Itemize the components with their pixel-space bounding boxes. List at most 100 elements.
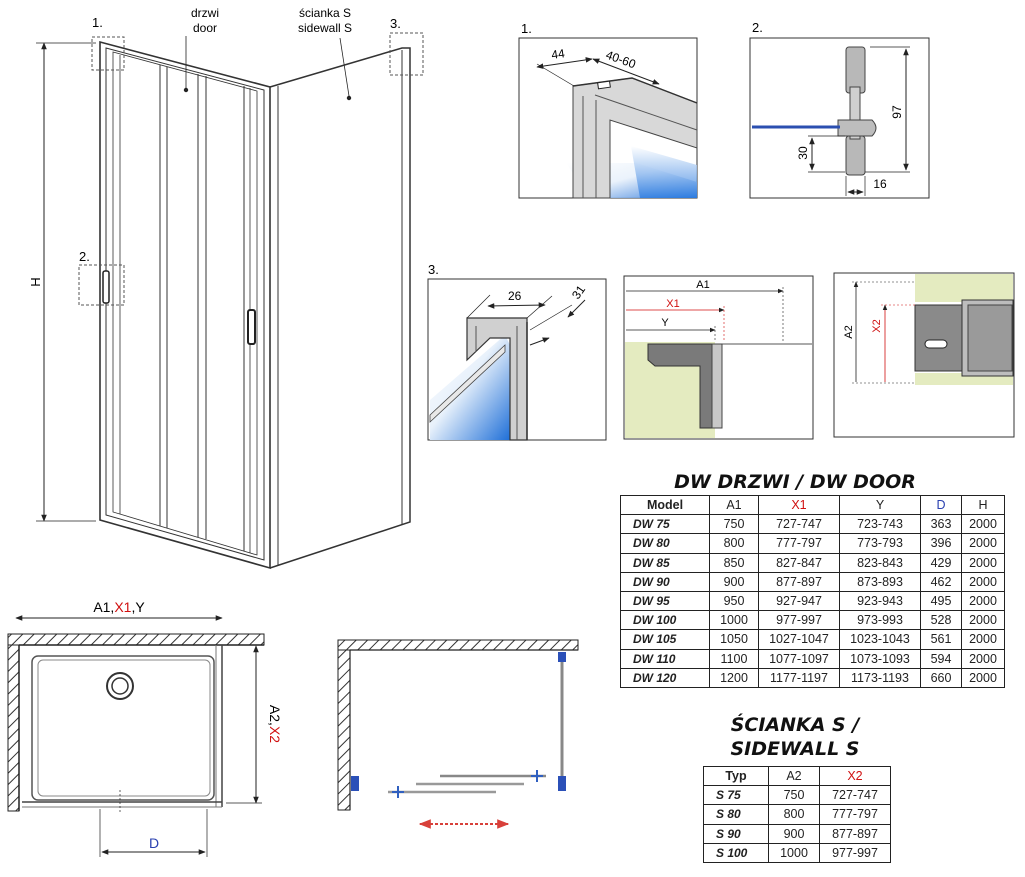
table-cell: 750: [709, 514, 759, 535]
opening-schematic: [337, 639, 579, 829]
detail-5-a2: A2: [843, 325, 855, 338]
height-dimension: H: [28, 42, 96, 522]
table-cell: 561: [920, 629, 962, 650]
door-handle-left: [102, 270, 110, 304]
table-cell: DW 110: [620, 648, 710, 669]
table-cell: 1023-1043: [839, 629, 921, 650]
col-d: D: [920, 494, 962, 516]
detail-1-title: 1.: [521, 21, 532, 36]
table-cell: 927-947: [758, 590, 840, 612]
sidewall-label-pl: ścianka S: [299, 6, 351, 20]
table-cell: 850: [709, 552, 759, 573]
table-cell: 877-897: [819, 823, 891, 844]
plan-width-y: ,Y: [131, 599, 145, 615]
table-cell: 900: [709, 571, 759, 592]
table-cell: DW 105: [620, 629, 710, 650]
table-cell: 495: [920, 590, 962, 612]
table-cell: 950: [709, 590, 759, 612]
svg-text:A1,X1,Y: A1,X1,Y: [93, 599, 145, 615]
table-cell: 528: [920, 610, 962, 631]
callout-3: 3.: [390, 16, 401, 31]
table-cell: 877-897: [758, 571, 840, 592]
table-cell: 2000: [961, 610, 1005, 631]
table-cell: 1173-1193: [839, 667, 921, 688]
detail-1-dim-a: 44: [550, 46, 565, 62]
detail-5: A2 X2: [833, 272, 1015, 438]
detail-1: 1. 44 40-60: [518, 21, 698, 199]
table-cell: 2000: [961, 629, 1005, 650]
col-h: H: [961, 494, 1005, 516]
col-a2: A2: [768, 765, 820, 787]
plan-width-a1: A1,: [93, 599, 114, 615]
table-cell: DW 120: [620, 667, 710, 688]
detail-2-dim-c: 16: [873, 177, 887, 191]
table-cell: 1177-1197: [758, 667, 840, 688]
sidewall-table-title-2: SIDEWALL S: [730, 738, 860, 760]
col-x2: X2: [819, 765, 891, 787]
table-cell: DW 90: [620, 571, 710, 592]
col-y: Y: [839, 494, 921, 516]
table-cell: 2000: [961, 648, 1005, 669]
table-cell: 396: [920, 533, 962, 554]
table-cell: 827-847: [758, 552, 840, 573]
table-cell: 2000: [961, 533, 1005, 554]
table-cell: S 75: [703, 785, 769, 806]
door-table-title: DW DRZWI / DW DOOR: [674, 471, 916, 493]
height-label: H: [28, 277, 43, 286]
detail-2-dim-b: 30: [796, 146, 810, 160]
detail-2: 2. 97 30 16: [749, 20, 930, 199]
sidewall-table-title-1: ŚCIANKA S /: [730, 714, 860, 736]
col-typ: Typ: [703, 765, 769, 787]
door-table-header: Model A1 X1 Y D H: [620, 494, 1005, 516]
table-cell: 1027-1047: [758, 629, 840, 650]
door-label-pl: drzwi: [191, 6, 219, 20]
table-cell: 923-943: [839, 590, 921, 612]
table-cell: S 100: [703, 842, 769, 863]
table-cell: 2000: [961, 667, 1005, 688]
table-cell: 823-843: [839, 552, 921, 573]
detail-2-dim-a: 97: [890, 105, 904, 119]
detail-3: 3. 26 31: [427, 262, 607, 441]
table-cell: DW 85: [620, 552, 710, 573]
plan-depth-a2: A2,: [267, 705, 283, 726]
table-cell: 594: [920, 648, 962, 669]
table-cell: 973-993: [839, 610, 921, 631]
table-cell: 1000: [768, 842, 820, 863]
table-cell: 1077-1097: [758, 648, 840, 669]
sidewall-label-en: sidewall S: [298, 21, 352, 35]
plan-d-label: D: [149, 835, 159, 851]
detail-4: A1 X1 Y: [623, 275, 814, 440]
sidewall: [269, 47, 411, 569]
table-cell: 1073-1093: [839, 648, 921, 669]
table-cell: DW 100: [620, 610, 710, 631]
table-cell: S 90: [703, 823, 769, 844]
table-cell: 750: [768, 785, 820, 806]
col-a1: A1: [709, 494, 759, 516]
table-cell: 777-797: [819, 804, 891, 825]
detail-2-title: 2.: [752, 20, 763, 35]
door-front: [99, 40, 271, 570]
table-cell: 2000: [961, 552, 1005, 573]
plan-view: A1,X1,Y D A2,X2: [7, 599, 283, 857]
table-cell: DW 80: [620, 533, 710, 554]
table-cell: 1100: [709, 648, 759, 669]
detail-3-dim-a: 26: [508, 289, 522, 303]
detail-4-y: Y: [661, 317, 669, 329]
table-cell: 977-997: [758, 610, 840, 631]
detail-4-x1: X1: [666, 298, 679, 310]
table-cell: 1050: [709, 629, 759, 650]
svg-text:A2,X2: A2,X2: [267, 705, 283, 743]
detail-5-x2: X2: [871, 319, 883, 332]
